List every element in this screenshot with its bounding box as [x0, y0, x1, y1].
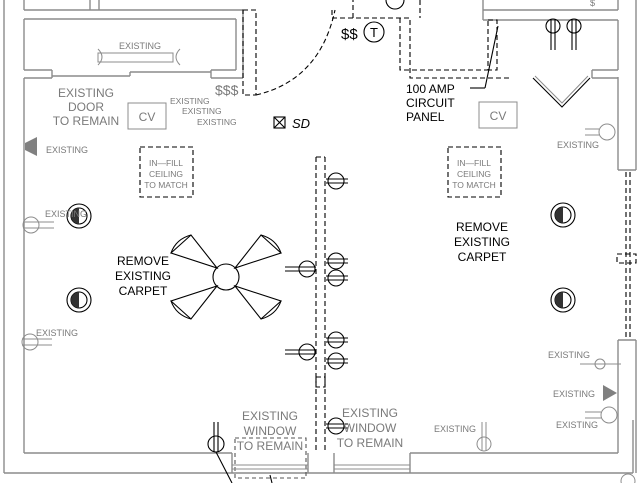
recessed-lights: [66, 202, 576, 313]
outlets-top-right: [545, 18, 582, 50]
speaker-left-icon: [25, 137, 37, 156]
infill-left-3: TO MATCH: [144, 180, 188, 190]
outlet-left-lower-label: EXISTING: [36, 328, 78, 338]
infill-right-3: TO MATCH: [452, 180, 496, 190]
infill-left-2: CEILING: [149, 169, 183, 179]
ceiling-fan-icon: [169, 234, 283, 320]
outlet-right-upper-label: EXISTING: [557, 140, 599, 150]
outlet-bottom-left: [207, 422, 273, 483]
door-swing: [242, 9, 336, 96]
cv-right-label: CV: [490, 109, 507, 123]
corner-symbol: [620, 473, 636, 483]
right-wall-dashed: [616, 172, 637, 338]
walls: [3, 0, 637, 474]
window-right: [334, 464, 410, 470]
infill-left-1: IN—FILL: [149, 158, 183, 168]
new-outlets: [285, 172, 348, 435]
door-label-2: DOOR: [68, 100, 104, 114]
carpet-left-3: CARPET: [119, 284, 168, 298]
carpet-right-2: EXISTING: [454, 235, 510, 249]
carpet-left-1: REMOVE: [117, 254, 169, 268]
infill-right-2: CEILING: [457, 169, 491, 179]
carpet-left-2: EXISTING: [115, 269, 171, 283]
cv-box-right: [478, 101, 518, 129]
window-left: [232, 437, 308, 479]
outlet-left-upper-label: EXISTING: [45, 209, 87, 219]
thermostat-top: [385, 0, 405, 10]
outlets-left: [21, 216, 54, 351]
switch-existing-2: EXISTING: [182, 106, 222, 116]
cv-box-left: [127, 102, 167, 130]
infill-box-right: [447, 146, 502, 198]
outlets-right: [476, 123, 621, 452]
smoke-detector-label: SD: [292, 116, 310, 131]
panel-label-1: 100 AMP: [406, 82, 455, 96]
outlet-right-lower-label: EXISTING: [556, 420, 598, 430]
switch-existing-3: EXISTING: [197, 117, 237, 127]
bay-window: [532, 75, 591, 108]
panel-label-2: CIRCUIT: [406, 96, 455, 110]
cv-left-label: CV: [139, 110, 156, 124]
switch-double: $$: [341, 26, 358, 43]
window-right-1: EXISTING: [342, 406, 398, 420]
infill-box-left: [139, 146, 194, 198]
switch-triple: $$$: [215, 82, 239, 98]
speaker-left-label: EXISTING: [46, 145, 88, 155]
panel-label-3: PANEL: [406, 110, 445, 124]
switch-existing-1: EXISTING: [170, 96, 210, 106]
window-left-3: TO REMAIN: [237, 439, 303, 453]
window-left-1: EXISTING: [242, 409, 298, 423]
outlet-bottom-label: EXISTING: [434, 424, 476, 434]
window-right-2: WINDOW: [344, 421, 397, 435]
infill-right-1: IN—FILL: [457, 158, 491, 168]
closet-rod: EXISTING: [97, 41, 181, 66]
top-right-switch: $: [590, 0, 595, 8]
thermostat-symbol: [363, 21, 385, 43]
panel-area: [331, 0, 512, 89]
new-partition: [315, 156, 326, 453]
thermostat-label: T: [370, 25, 378, 40]
carpet-right-1: REMOVE: [456, 220, 508, 234]
closet-label: EXISTING: [119, 41, 161, 51]
carpet-right-3: CARPET: [458, 250, 507, 264]
window-left-2: WINDOW: [244, 424, 297, 438]
speaker-right-label: EXISTING: [553, 389, 595, 399]
outlet-right-mid-label: EXISTING: [548, 350, 590, 360]
door-label-3: TO REMAIN: [53, 114, 119, 128]
smoke-detector: [273, 116, 286, 129]
window-right-3: TO REMAIN: [337, 436, 403, 450]
speaker-right-icon: [603, 385, 617, 401]
door-label-1: EXISTING: [58, 86, 114, 100]
